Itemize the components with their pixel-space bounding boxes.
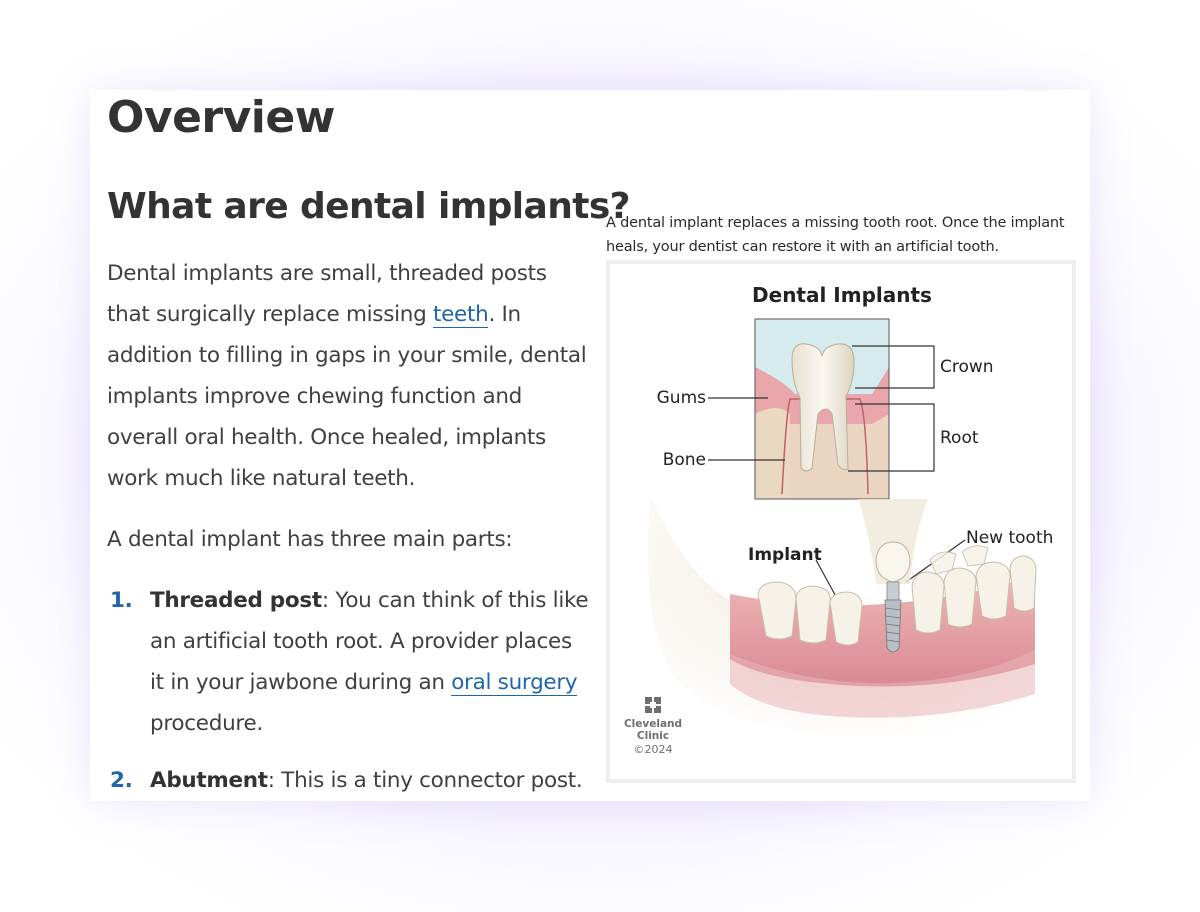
list-item: 1. Threaded post: You can think of this …	[107, 580, 592, 744]
parts-intro: A dental implant has three main parts:	[107, 527, 513, 552]
logo-line-2: Clinic	[637, 730, 669, 742]
list-text: : You can think of this like an artifici…	[150, 588, 589, 695]
intro-text-2: . In addition to filling in gaps in your…	[107, 302, 587, 491]
list-number: 2.	[110, 768, 133, 793]
oral-surgery-link[interactable]: oral surgery	[451, 670, 578, 696]
logo-line-1: Cleveland	[624, 718, 682, 730]
list-item: 2. Abutment: This is a tiny connector po…	[107, 760, 592, 801]
label-new-tooth: New tooth	[966, 528, 1053, 548]
intro-paragraph: Dental implants are small, threaded post…	[107, 253, 592, 499]
teeth-link[interactable]: teeth	[432, 302, 489, 328]
article-body: Dental implants are small, threaded post…	[107, 253, 592, 801]
jaw-illustration	[648, 494, 1037, 738]
logo-year: ©2024	[634, 743, 673, 756]
intro-text-1: Dental implants are small, threaded post…	[107, 261, 547, 327]
list-number: 1.	[110, 588, 133, 613]
section-heading: What are dental implants?	[107, 186, 631, 227]
figure-title: Dental Implants	[752, 283, 932, 307]
label-gums: Gums	[657, 388, 707, 408]
figure-caption: A dental implant replaces a missing toot…	[606, 215, 1065, 255]
label-crown: Crown	[940, 357, 994, 377]
list-term: Abutment	[150, 768, 268, 793]
clinic-cross-icon	[645, 697, 661, 713]
label-root: Root	[940, 428, 979, 448]
label-implant: Implant	[748, 545, 822, 565]
parts-list: 1. Threaded post: You can think of this …	[107, 580, 592, 801]
article-card: Overview What are dental implants? Denta…	[90, 90, 1090, 801]
list-text-end: procedure.	[150, 711, 263, 736]
illustration-svg: Dental Implants	[624, 283, 1053, 756]
page-title: Overview	[107, 92, 335, 143]
cleveland-clinic-logo: Cleveland Clinic ©2024	[624, 697, 682, 756]
dental-implant-illustration: Dental Implants	[606, 260, 1076, 783]
tooth-cross-section	[754, 318, 890, 500]
list-term: Threaded post	[150, 588, 322, 613]
label-bone: Bone	[663, 450, 706, 470]
list-text: : This is a tiny connector post. It	[267, 768, 583, 793]
